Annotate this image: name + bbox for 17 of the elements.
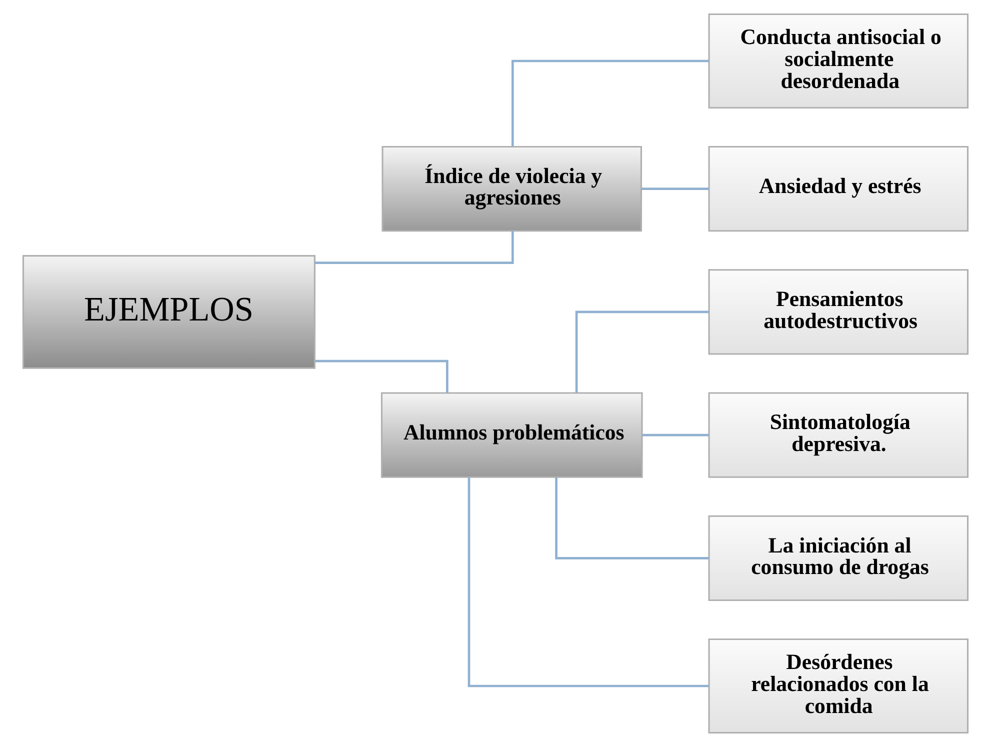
connector bbox=[574, 310, 708, 393]
connector bbox=[510, 60, 708, 146]
node-box: Conducta antisocial o socialmente desordenada bbox=[708, 13, 968, 109]
node-box: Desórdenes relacionados con la comida bbox=[708, 638, 968, 734]
node-box: Sintomatología depresiva. bbox=[708, 392, 968, 478]
connector bbox=[640, 188, 709, 190]
connector bbox=[314, 360, 448, 393]
connector bbox=[314, 231, 514, 264]
node-box: EJEMPLOS bbox=[22, 255, 315, 369]
connector bbox=[642, 434, 708, 436]
node-box: La iniciación al consumo de drogas bbox=[708, 515, 968, 602]
node-box: Ansiedad y estrés bbox=[708, 146, 968, 232]
node-box: Pensamientos autodestructivos bbox=[708, 269, 968, 355]
node-box: Alumnos problemáticos bbox=[380, 392, 642, 478]
connector bbox=[467, 478, 708, 688]
connector bbox=[554, 477, 708, 560]
node-box: Índice de violecia y agresiones bbox=[381, 146, 642, 232]
